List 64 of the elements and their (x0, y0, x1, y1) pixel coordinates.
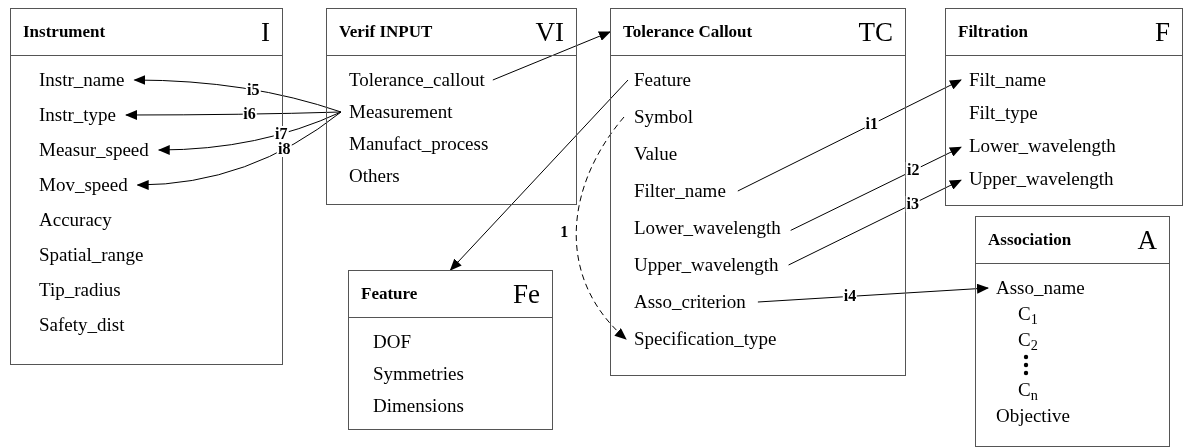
attribute-text: Accuracy (39, 208, 112, 232)
attribute-text: Measur_speed (39, 138, 149, 162)
table-title: Instrument (23, 21, 106, 44)
arrow (449, 79, 629, 271)
attribute-text: Upper_wavelength (634, 253, 779, 277)
attribute-text: Measurement (349, 100, 453, 124)
attribute-text: Safety_dist (39, 313, 125, 337)
attribute-text: C$_{1}$ (1018, 302, 1038, 326)
table-title: Filtration (958, 21, 1028, 44)
attribute-text: Others (349, 164, 400, 188)
attribute-text: Instr_type (39, 103, 117, 127)
table-code: F (1154, 18, 1170, 46)
table-title: Association (988, 229, 1072, 252)
attribute-text: Feature (634, 68, 691, 92)
arrow (790, 146, 962, 231)
attribute-text: Asso_criterion (634, 290, 746, 314)
arrow (136, 111, 342, 190)
entity-table (975, 216, 1170, 447)
attribute-text: Filt_type (969, 101, 1038, 125)
edge-label: i3 (905, 195, 920, 212)
table-code: Fe (513, 280, 540, 308)
attribute-text: Spatial_range (39, 243, 144, 267)
attribute-text: C$_{n}$ (1018, 378, 1038, 402)
arrow (757, 283, 989, 303)
attribute-text: Filter_name (634, 179, 726, 203)
table-code: TC (858, 18, 893, 46)
edge-label: i5 (245, 81, 261, 98)
attribute-text: C$_{2}$ (1018, 328, 1038, 352)
attribute-text: Tip_radius (39, 278, 121, 302)
entity-table (348, 270, 553, 430)
table-code: A (1137, 226, 1157, 254)
attribute-text: Asso_name (996, 276, 1085, 300)
arrow (575, 116, 627, 340)
edge-label: 1 (559, 223, 570, 240)
attribute-text: Symmetries (373, 362, 464, 386)
table-code: I (261, 18, 270, 46)
attribute-text: Value (634, 142, 678, 166)
attribute-text: Upper_wavelength (969, 167, 1114, 191)
arrow (788, 179, 962, 266)
edge-label: i7 (274, 125, 289, 142)
arrow (492, 31, 611, 81)
arrow (133, 75, 342, 113)
attribute-text: DOF (373, 330, 411, 354)
entity-table (326, 8, 577, 205)
attribute-text: Objective (996, 404, 1070, 428)
table-title: Feature (361, 283, 418, 306)
attribute-text: Instr_name (39, 68, 125, 92)
table-title: Verif INPUT (339, 21, 433, 44)
arrow (737, 79, 962, 192)
attribute-text: Dimensions (373, 394, 464, 418)
table-code: VI (535, 18, 564, 46)
attribute-text: Lower_wavelength (634, 216, 781, 240)
attribute-text: Mov_speed (39, 173, 128, 197)
attribute-text: Manufact_process (349, 132, 489, 156)
table-title: Tolerance Callout (623, 21, 753, 44)
edge-label: i8 (277, 141, 292, 158)
attribute-text: Symbol (634, 105, 694, 129)
attribute-text: Tolerance_callout (349, 68, 485, 92)
entity-table (945, 8, 1183, 206)
attribute-text: Specification_type (634, 327, 777, 351)
arrow (157, 111, 342, 155)
attribute-text: Lower_wavelength (969, 134, 1116, 158)
attribute-text: Filt_name (969, 68, 1047, 92)
arrow (125, 110, 342, 120)
